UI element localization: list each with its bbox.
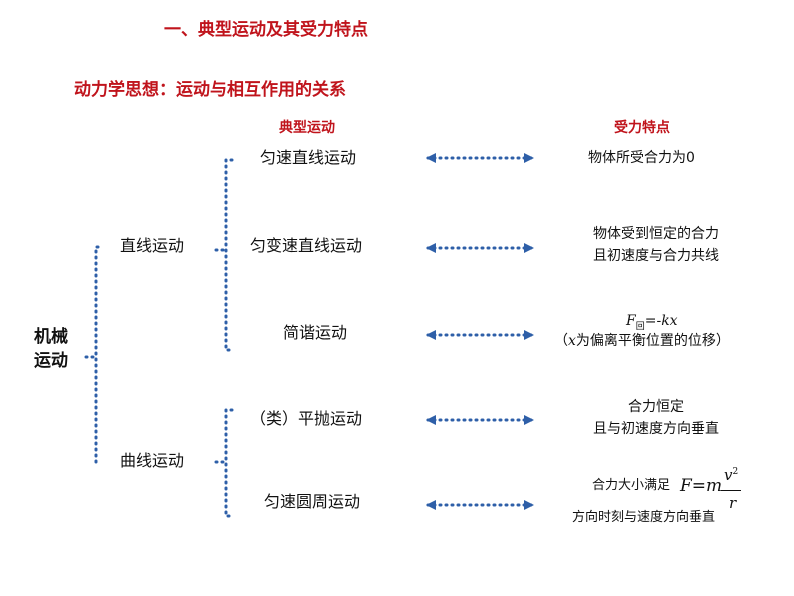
- force-centripetal-direction: 方向时刻与速度方向垂直: [572, 510, 716, 525]
- force-constant-collinear: 物体受到恒定的合力 且初速度与合力共线: [566, 223, 746, 267]
- root-node: 机械 运动: [34, 325, 68, 373]
- motion-projectile: （类）平抛运动: [250, 409, 363, 428]
- root-bracket: [94, 245, 100, 466]
- force-constant-perpendicular-line2: 且与初速度方向垂直: [593, 421, 719, 437]
- force-constant-perpendicular-line1: 合力恒定: [628, 399, 684, 415]
- fraction-bar: [721, 490, 741, 491]
- column-header-force: 受力特点: [614, 120, 670, 136]
- motion-simple-harmonic: 简谐运动: [283, 323, 348, 342]
- symbol-x: x: [568, 333, 576, 349]
- force-zero-net: 物体所受合力为0: [588, 150, 695, 166]
- force-constant-perpendicular: 合力恒定 且与初速度方向垂直: [566, 396, 746, 440]
- motion-uniform-linear: 匀速直线运动: [260, 148, 357, 167]
- branch-straight-motion: 直线运动: [120, 236, 185, 255]
- motion-uniformly-accelerated: 匀变速直线运动: [250, 236, 363, 255]
- page-title: 一、典型运动及其受力特点: [164, 20, 368, 40]
- page-subtitle: 动力学思想：运动与相互作用的关系: [74, 80, 346, 100]
- force-restoring-note: （x为偏离平衡位置的位移）: [554, 333, 730, 349]
- force-centripetal-denominator: r: [729, 494, 737, 512]
- force-constant-collinear-line2: 且初速度与合力共线: [593, 248, 719, 264]
- column-header-motion: 典型运动: [279, 120, 335, 136]
- straight-bracket: [224, 158, 234, 352]
- branch-curved-motion: 曲线运动: [120, 451, 185, 470]
- force-restoring-formula: F回=-kx: [626, 313, 678, 333]
- motion-uniform-circular: 匀速圆周运动: [264, 492, 361, 511]
- symbol-F: F: [626, 313, 636, 329]
- curved-bracket: [224, 408, 234, 518]
- force-centripetal-prefix: 合力大小满足: [592, 478, 671, 493]
- force-centripetal-formula: F=m: [680, 476, 723, 496]
- root-label-line1: 机械: [34, 327, 68, 347]
- numerator-exponent: 2: [732, 467, 739, 477]
- formula-equals: =-: [644, 313, 662, 329]
- root-label-line2: 运动: [34, 351, 68, 371]
- subscript-restoring: 回: [635, 321, 645, 332]
- formula-kx: kx: [661, 313, 678, 329]
- force-centripetal-numerator: v2: [724, 466, 739, 484]
- force-constant-collinear-line1: 物体受到恒定的合力: [593, 226, 719, 242]
